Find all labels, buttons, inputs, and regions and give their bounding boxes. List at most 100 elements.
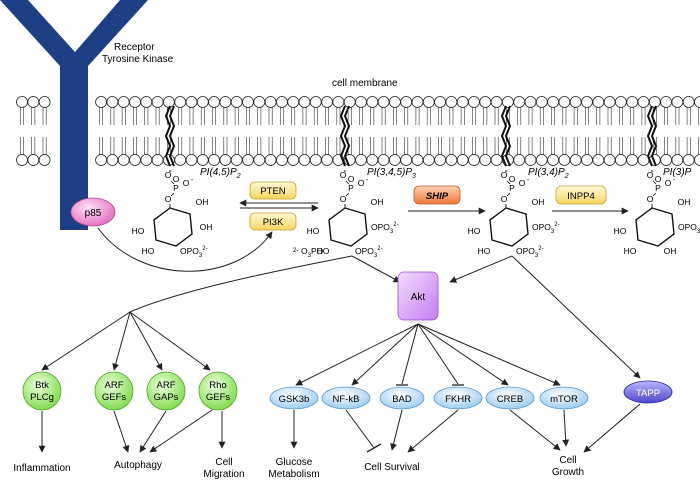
lipid-head — [422, 96, 435, 108]
lipid-head — [230, 154, 243, 166]
hydroxyl-label: HO — [317, 246, 330, 256]
lipid-head — [411, 96, 424, 108]
oxygen-label: O — [173, 174, 180, 184]
lipid-label-pi345p3: PI(3,4,5)P3 — [367, 167, 416, 180]
fatty-acid-chain — [339, 105, 347, 167]
btk-plcg-node — [22, 371, 62, 411]
fatty-acid-chain — [168, 105, 176, 167]
lipid-head — [569, 154, 582, 166]
lipid-head — [355, 96, 367, 108]
lipid-head — [95, 154, 107, 166]
lipid-head — [27, 154, 40, 166]
hydroxyl-label: HO — [624, 246, 637, 256]
lipid-head — [151, 96, 164, 108]
hydroxyl-label: HO — [614, 226, 627, 236]
lipid-head — [219, 96, 232, 108]
lipid-head — [129, 154, 141, 166]
inositol-ring — [328, 207, 368, 247]
rho-gefs-label-2: GEFs — [206, 392, 231, 403]
oxygen-label: O — [665, 178, 672, 188]
lipid-head — [547, 154, 559, 166]
lipid-head — [671, 154, 684, 166]
bad-to-survival — [390, 409, 403, 451]
hydroxyl-label: OH — [200, 222, 213, 232]
fan-arrow-btk — [41, 311, 131, 371]
akt-label: Akt — [411, 292, 426, 303]
lipid-head — [524, 154, 537, 166]
lipid-head — [535, 96, 548, 108]
lipid-head — [208, 96, 221, 108]
hydroxyl-label: OH — [532, 197, 545, 207]
fatty-acid-chain — [646, 105, 654, 167]
pi34p2-to-akt-arrow — [449, 255, 513, 283]
lipid-head — [468, 154, 480, 166]
lipid-head — [366, 96, 379, 108]
arf-gefs-label-1: ARF — [105, 380, 124, 391]
oxygen-label: O — [340, 194, 347, 204]
lipid-head — [117, 96, 130, 108]
lipid-head — [208, 154, 221, 166]
phosphorus-label: P — [173, 183, 179, 193]
lipid-head — [377, 154, 390, 166]
fan-arrow-arf-gefs — [112, 311, 131, 371]
lipid-head — [185, 96, 198, 108]
lipid-head — [117, 154, 130, 166]
oxygen-label: O — [509, 174, 516, 184]
outcome-inflammation: Inflammation — [13, 463, 70, 474]
fatty-acid-chain — [343, 105, 351, 167]
hydroxyl-label: OH — [196, 197, 209, 207]
fkhr-node — [433, 386, 483, 410]
pi34p2-to-tapp-arrow — [511, 255, 641, 379]
fan-arrow-rho-gefs — [129, 311, 211, 371]
hydroxyl-label: OH — [678, 197, 691, 207]
oxygen-label: O — [647, 170, 654, 180]
phosphorus-label: P — [655, 183, 661, 193]
lipid-head — [558, 154, 571, 166]
phosphate-label: OPO32- — [516, 246, 544, 259]
oxygen-label: O — [501, 194, 508, 204]
lipid-head — [626, 154, 639, 166]
lipid-label-pi45p2: PI(4,5)P2 — [200, 167, 241, 180]
oxygen-label: O — [165, 170, 172, 180]
oxygen-label: O — [165, 194, 172, 204]
pip3-to-akt-arrow — [351, 255, 401, 283]
lipid-head — [445, 154, 458, 166]
lipid-head — [490, 154, 503, 166]
lipid-head — [230, 96, 243, 108]
lipid-head — [242, 154, 254, 166]
lipid-head — [264, 154, 277, 166]
lipid-head — [637, 96, 650, 108]
arf-gaps-label-2: GAPs — [154, 392, 179, 403]
lipid-head — [309, 154, 322, 166]
lipid-head — [490, 96, 503, 108]
p85-to-pi3k-arrow — [97, 227, 273, 272]
hydroxyl-label: HO — [132, 226, 145, 236]
oxygen-label: O — [358, 178, 365, 188]
bad-label: BAD — [392, 394, 412, 405]
pi3k-box — [249, 212, 297, 231]
charge-label: - — [366, 177, 369, 184]
lipid-head — [524, 96, 537, 108]
hydroxyl-label: HO — [142, 246, 155, 256]
p85-label: p85 — [85, 208, 102, 219]
lipid-head — [682, 96, 695, 108]
lipid-head — [615, 96, 627, 108]
lipid-head — [592, 154, 605, 166]
tapp-node — [623, 380, 673, 404]
lipid-head — [671, 96, 684, 108]
lipid-head — [287, 154, 300, 166]
akt-to-nfkb — [351, 323, 419, 386]
lipid-head — [694, 154, 700, 166]
lipid-head — [106, 96, 119, 108]
lipid-head — [400, 96, 413, 108]
arf-gefs-node — [94, 371, 134, 411]
lipid-head — [275, 154, 288, 166]
pi3k-label: PI3K — [263, 217, 284, 228]
bond — [345, 180, 350, 185]
akt-inhibits-bad — [401, 323, 419, 385]
oxygen-label: O — [340, 170, 347, 180]
oxygen-label: O — [348, 174, 355, 184]
creb-to-growth — [509, 409, 561, 451]
akt-to-mtor — [417, 323, 561, 386]
